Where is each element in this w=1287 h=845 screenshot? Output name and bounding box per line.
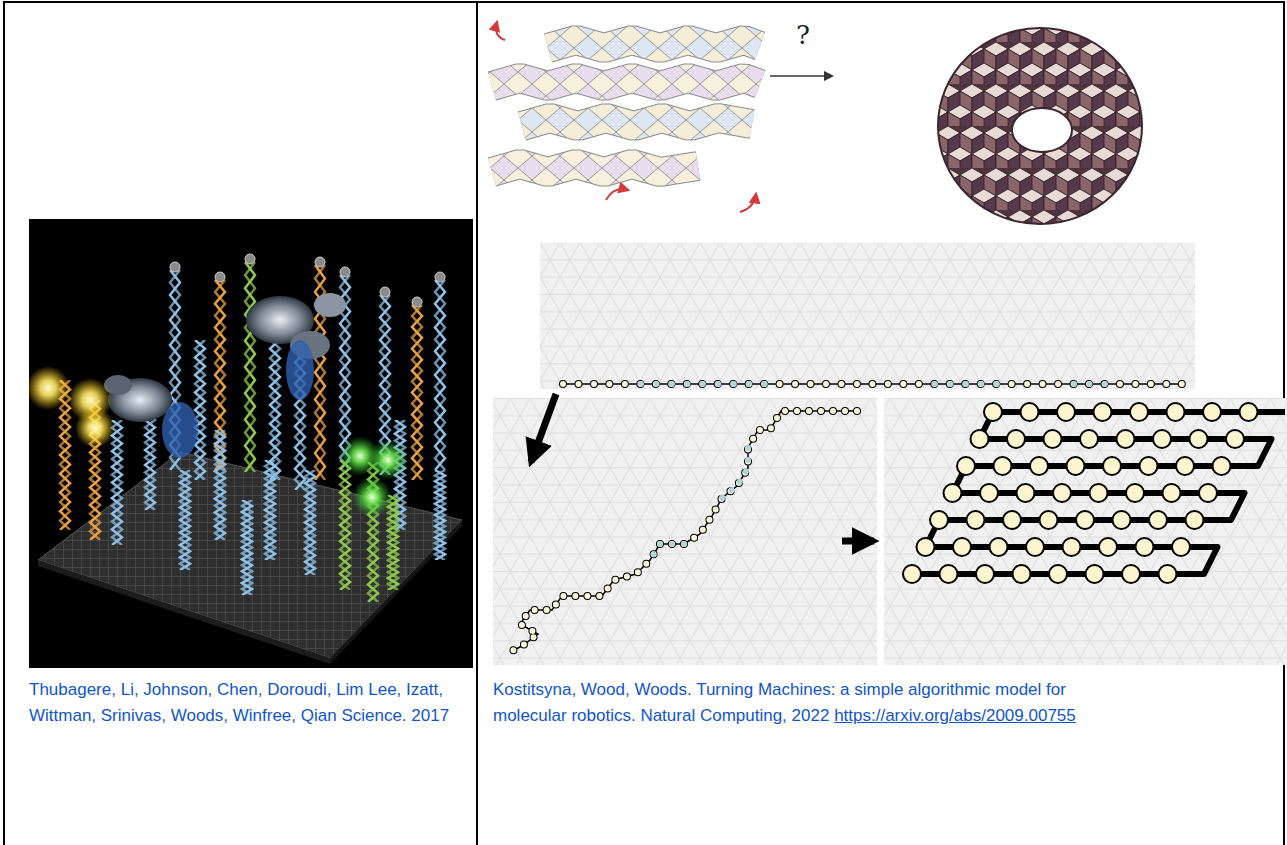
dna-origami-render-part	[29, 219, 473, 668]
straight-chain-part	[563, 380, 1182, 388]
folded-sheet-part-part	[953, 483, 1245, 503]
citation-caption: Thubagere, Li, Johnson, Chen, Doroudi, L…	[29, 677, 473, 729]
dna-origami-render-part	[170, 254, 445, 307]
folding-chain-part	[510, 411, 857, 652]
rhombus-ribbons-part	[522, 118, 752, 126]
dna-origami-render-part-part	[314, 293, 346, 317]
dna-origami-render-part-part	[286, 340, 314, 400]
folded-sheet-part-part	[926, 537, 1218, 557]
straight-chain	[563, 384, 1182, 385]
folded-sheet-part-part	[939, 510, 1231, 530]
rhombus-ribbons-part	[606, 189, 628, 200]
dna-origami-render-part-part	[380, 287, 390, 297]
dna-origami-render-part	[112, 420, 122, 545]
dna-origami-render-part-part	[215, 272, 225, 282]
folded-sheet-part	[912, 412, 1285, 574]
dna-origami-render-part	[104, 293, 346, 458]
rhombus-ribbons-part	[522, 118, 752, 126]
rhombus-ribbons-part	[548, 40, 760, 48]
dna-origami-render-part	[305, 470, 315, 575]
dna-origami-render-part-part	[170, 262, 180, 272]
dna-origami-render-part-part	[75, 408, 115, 448]
dna-origami-render-part	[180, 470, 190, 570]
folded-sheet-part-part	[926, 539, 1218, 555]
lattice-panels-part	[884, 398, 1287, 665]
dna-origami-render-part-part	[245, 254, 255, 264]
step-arrows-part	[842, 538, 874, 545]
folded-sheet-part-part	[912, 566, 1204, 582]
folded-sheet-part-part	[980, 431, 1272, 447]
dna-origami-render-part	[215, 430, 225, 540]
dna-origami-render-part-part	[26, 366, 70, 410]
rhombus-ribbons-part	[492, 78, 760, 86]
straight-chain-part	[1074, 381, 1120, 387]
table-grid-part	[3, 2, 5, 845]
dna-origami-render-part	[412, 305, 422, 480]
dna-origami-render-part	[340, 460, 350, 590]
lattice-panels-part	[540, 243, 1195, 389]
dna-origami-render-part	[242, 500, 252, 595]
folding-chain-part	[510, 411, 857, 652]
dna-origami-render-part	[435, 470, 445, 560]
straight-chain-part	[563, 381, 1182, 387]
rhombus-ribbons-part	[492, 164, 698, 172]
dna-origami-render-part	[38, 560, 330, 664]
dna-origami-render-part-part	[352, 477, 392, 517]
dna-origami-render-part	[270, 330, 280, 480]
dna-origami-render	[26, 219, 473, 668]
folded-sheet-part-part	[939, 512, 1231, 528]
folding-chain-part	[510, 411, 857, 652]
folded-sheet-part-part	[953, 485, 1245, 501]
question-mark: ?	[796, 20, 810, 50]
rhombus-ribbons-part	[496, 22, 505, 40]
lattice-panels-part	[493, 398, 877, 665]
cube-torus-part	[938, 28, 1142, 224]
rhombus-ribbons-part	[770, 75, 832, 77]
straight-chain-part	[641, 381, 780, 387]
table-grid-part	[3, 1, 1285, 3]
lattice-panels	[493, 243, 1287, 665]
cube-torus	[938, 28, 1142, 224]
dna-origami-render-part-part	[368, 440, 408, 480]
folded-sheet-part-part	[980, 429, 1272, 449]
rhombus-ribbons-part	[740, 194, 756, 212]
folded-sheet-part-part	[966, 458, 1258, 474]
dna-origami-render-part	[435, 280, 445, 470]
folding-chain-part	[650, 544, 684, 560]
folding-chain-part	[722, 448, 748, 498]
table-grid-part	[476, 2, 478, 845]
dna-origami-render-part	[265, 460, 275, 560]
dna-origami-render-part-part	[412, 297, 422, 307]
rhombus-ribbons-part	[492, 164, 698, 172]
straight-chain-part	[935, 381, 1012, 387]
dna-origami-render-part-part	[162, 402, 198, 458]
straight-chain-part	[563, 383, 1182, 385]
rhombus-ribbons-part	[492, 78, 760, 86]
dna-origami-render-part	[26, 366, 408, 517]
rhombus-ribbons-part	[548, 40, 760, 48]
dna-origami-render-part-part	[315, 257, 325, 267]
dna-origami-render-part	[195, 340, 205, 480]
folded-sheet-part-part	[993, 402, 1285, 422]
step-arrows	[531, 394, 874, 541]
dna-origami-render-part-part	[435, 272, 445, 282]
folded-sheet-part-part	[966, 456, 1258, 476]
rhombus-ribbons	[492, 22, 832, 212]
citation-caption-block: Kostitsyna, Wood, Woods. Turning Machine…	[493, 677, 1078, 729]
folding-chain	[510, 411, 857, 652]
folded-sheet-part-part	[912, 564, 1204, 584]
dna-origami-render-part	[388, 495, 398, 590]
step-arrows-part	[531, 394, 556, 462]
folded-sheet-part-part	[993, 404, 1285, 420]
citation-link: https://arxiv.org/abs/2009.00755	[834, 706, 1076, 725]
folded-sheet-part	[912, 412, 1285, 574]
dna-origami-render-part	[245, 262, 255, 472]
folded-sheet	[912, 412, 1285, 574]
dna-origami-render-part-part	[340, 267, 350, 277]
